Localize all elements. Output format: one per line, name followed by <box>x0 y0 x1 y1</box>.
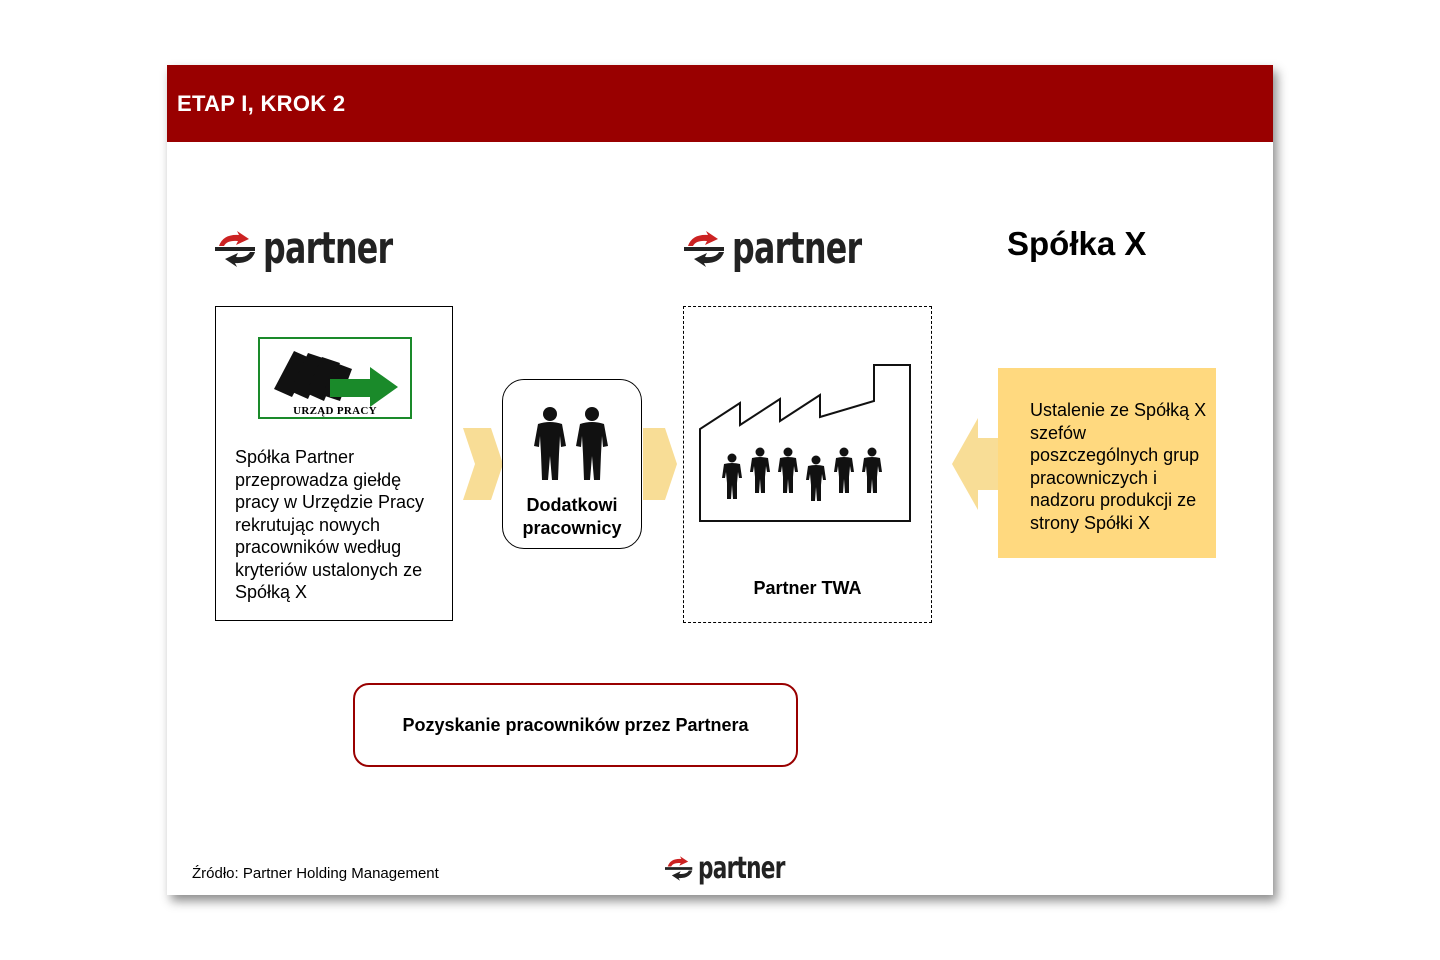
summary-label: Pozyskanie pracowników przez Partnera <box>402 714 749 735</box>
header-bar: ETAP I, KROK 2 <box>167 65 1273 142</box>
recruitment-box: URZĄD PRACY Spółka Partner przeprowadza … <box>215 306 453 621</box>
partner-logo-icon <box>215 230 255 267</box>
partner-logo-text: partner <box>732 223 862 274</box>
chevron-arrow-icon <box>463 428 503 500</box>
partner-logo-text: partner <box>263 223 393 274</box>
worker-icon <box>534 407 608 480</box>
worker-group-icon <box>722 447 882 501</box>
factory-icon <box>699 364 911 522</box>
coordination-note: Ustalenie ze Spółką X szefów poszczególn… <box>998 368 1216 558</box>
partner-logo-left: partner <box>215 223 443 274</box>
partner-logo-icon <box>665 856 693 881</box>
additional-workers-box: Dodatkowi pracownicy <box>502 379 642 549</box>
partner-twa-box: Partner TWA <box>683 306 932 623</box>
urzad-pracy-logo: URZĄD PRACY <box>258 337 412 419</box>
partner-logo-footer: partner <box>665 851 818 886</box>
chevron-arrow-icon <box>643 428 677 500</box>
recruitment-description: Spółka Partner przeprowadza giełdę pracy… <box>235 447 425 602</box>
left-arrow-icon <box>952 418 998 510</box>
slide: ETAP I, KROK 2 partner partner Spółka X <box>167 65 1273 895</box>
additional-workers-label: Dodatkowi pracownicy <box>522 495 622 538</box>
partner-logo-middle: partner <box>684 223 912 274</box>
urzad-pracy-label: URZĄD PRACY <box>293 405 377 417</box>
partner-twa-label: Partner TWA <box>753 578 862 598</box>
urzad-pracy-graphic <box>274 351 398 407</box>
coordination-note-text: Ustalenie ze Spółką X szefów poszczególn… <box>1030 400 1207 533</box>
company-title: Spółka X <box>1007 225 1147 262</box>
partner-logo-icon <box>684 230 724 267</box>
page-title: ETAP I, KROK 2 <box>177 91 346 116</box>
source-note: Źródło: Partner Holding Management <box>192 865 439 882</box>
summary-box: Pozyskanie pracowników przez Partnera <box>353 683 798 767</box>
partner-logo-text: partner <box>698 851 785 886</box>
